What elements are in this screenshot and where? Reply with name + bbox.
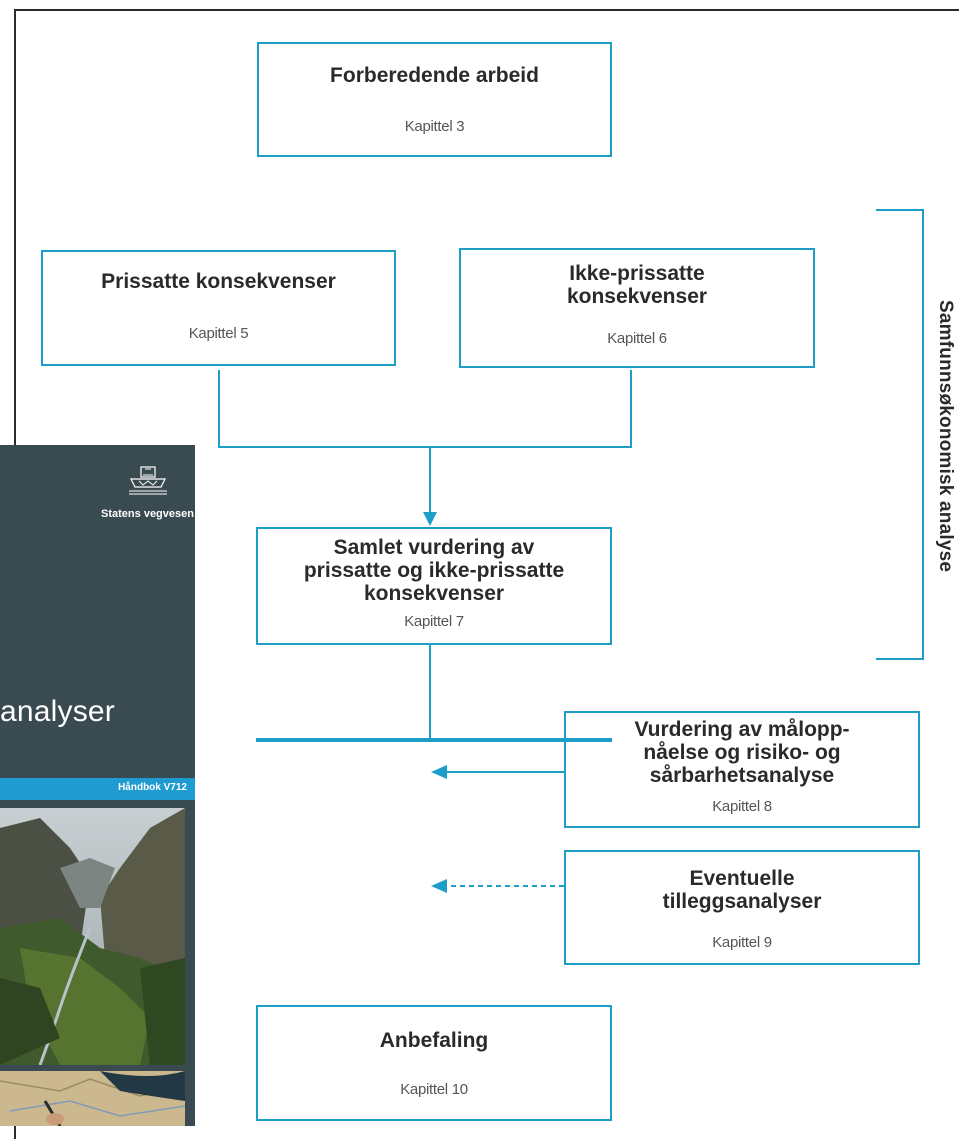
logo: Statens vegvesen bbox=[100, 465, 195, 520]
box-ikke-prissatte-konsekvenser: Ikke-prissatte konsekvenser Kapittel 6 bbox=[459, 248, 815, 368]
bracket bbox=[876, 209, 924, 660]
box-title: Eventuelle tilleggsanalyser bbox=[662, 867, 822, 913]
arrowhead-to-samlet bbox=[423, 512, 437, 526]
box-samlet-vurdering: Samlet vurdering av prissatte og ikke-pr… bbox=[256, 527, 612, 645]
valley-photo bbox=[0, 808, 185, 1065]
arrowhead-from-maloppnaelse bbox=[431, 765, 447, 779]
brand-label: Statens vegvesen bbox=[101, 508, 194, 520]
box-chapter: Kapittel 3 bbox=[404, 118, 465, 135]
box-chapter: Kapittel 8 bbox=[712, 798, 772, 815]
box-vurdering-maloppnaelse: Vurdering av målopp- nåelse og risiko- o… bbox=[564, 711, 920, 828]
box-chapter: Kapittel 7 bbox=[404, 613, 464, 630]
box-chapter: Kapittel 5 bbox=[188, 325, 249, 342]
box-title: Samlet vurdering av prissatte og ikke-pr… bbox=[303, 536, 565, 605]
box-eventuelle-tilleggsanalyser: Eventuelle tilleggsanalyser Kapittel 9 bbox=[564, 850, 920, 965]
box-title: Vurdering av målopp- nåelse og risiko- o… bbox=[634, 718, 850, 787]
bracket-label: Samfunnsøkonomisk analyse bbox=[935, 300, 956, 573]
box-forberedende-arbeid: Forberedende arbeid Kapittel 3 bbox=[257, 42, 612, 157]
box-chapter: Kapittel 9 bbox=[712, 934, 772, 951]
map-photo bbox=[0, 1071, 185, 1126]
box-chapter: Kapittel 6 bbox=[607, 330, 667, 347]
handbook-label: Håndbok V712 bbox=[118, 782, 187, 793]
arrowhead-from-tillegg bbox=[431, 879, 447, 893]
vegvesen-logo-icon bbox=[128, 466, 167, 495]
handbook-bar: Håndbok V712 bbox=[0, 778, 195, 800]
box-chapter: Kapittel 10 bbox=[400, 1081, 468, 1098]
box-title: Prissatte konsekvenser bbox=[101, 270, 336, 293]
box-title: Anbefaling bbox=[379, 1029, 489, 1052]
box-title: Forberedende arbeid bbox=[330, 64, 539, 87]
box-prissatte-konsekvenser: Prissatte konsekvenser Kapittel 5 bbox=[41, 250, 396, 366]
cover-title: analyser bbox=[0, 695, 115, 728]
box-title: Ikke-prissatte konsekvenser bbox=[566, 262, 708, 308]
spacer bbox=[256, 738, 612, 742]
connector-merge bbox=[218, 370, 632, 448]
box-anbefaling: Anbefaling Kapittel 10 bbox=[256, 1005, 612, 1121]
handbook-cover: Statens vegvesen analyser Håndbok V712 bbox=[0, 445, 195, 1126]
